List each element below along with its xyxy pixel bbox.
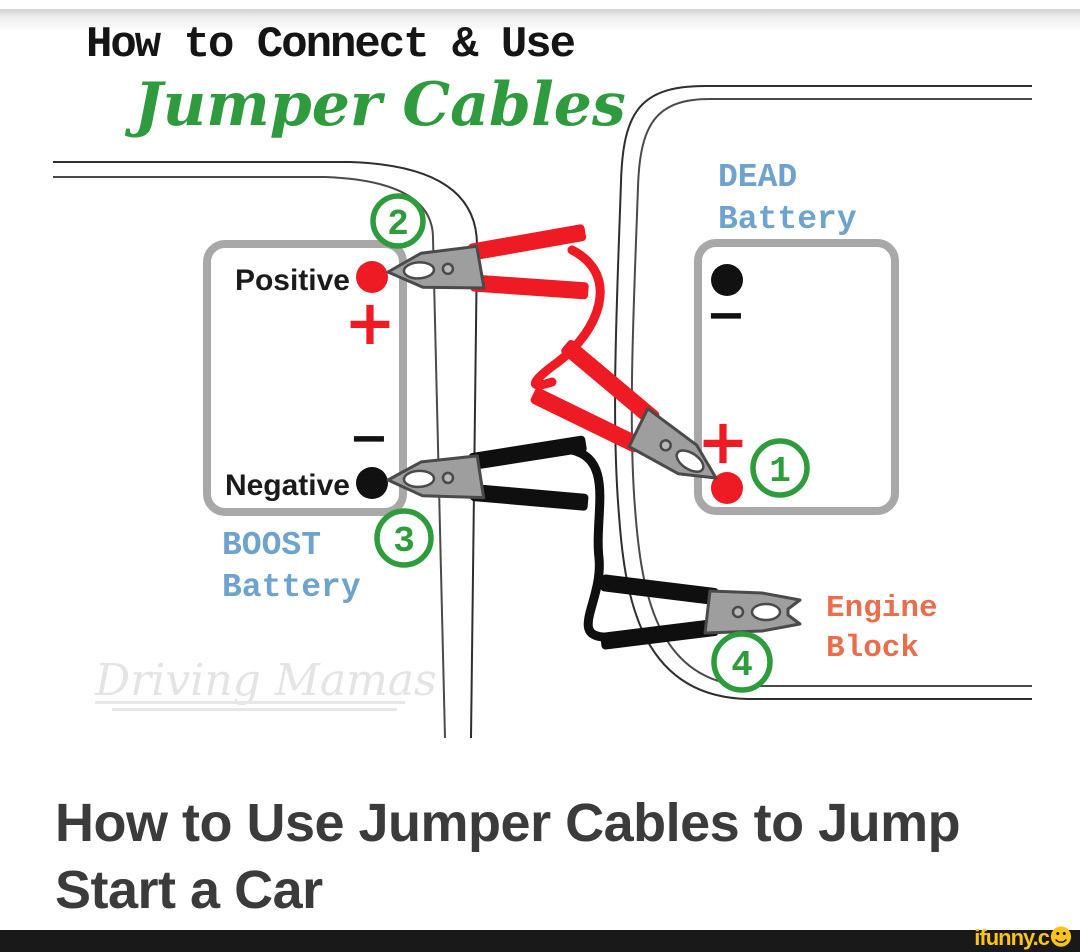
boost-battery-label-line2: Battery [222,569,361,606]
red-clamp-dead-positive [530,339,718,480]
watermark-underline-1 [95,701,405,704]
left-car-outline-inner [53,176,446,739]
boost-minus-sign: − [349,410,389,466]
dead-battery-label-line2: Battery [718,201,857,238]
step-number-1: 1 [769,451,791,492]
black-jumper-cable [567,445,608,642]
smiley-o-icon: ☻ [1049,925,1073,951]
jumper-cables-diagram: Driving Mamas Positive + − Negative BOOS… [53,85,1032,739]
post-caption: How to Use Jumper Cables to Jump Start a… [55,793,961,920]
right-car-outline-outer [614,85,1032,700]
step-badge-1: 1 [750,438,810,498]
diagram-title: How to Connect & Use [85,20,576,70]
dead-minus-sign: − [706,287,746,343]
engine-block-label-line1: Engine [826,591,938,626]
footer-bar: ifunny.c☻ [0,925,1080,952]
dead-battery-label-line1: DEAD [718,159,797,196]
dead-positive-terminal [711,472,743,504]
boost-battery-label-line1: BOOST [222,527,321,564]
watermark: Driving Mamas [94,655,437,711]
step-badge-2: 2 [370,193,426,249]
step-number-2: 2 [387,204,409,245]
boost-negative-terminal [356,467,388,499]
positive-label: Positive [235,264,350,297]
black-clamp-engine-block [600,574,802,650]
step-number-4: 4 [731,645,753,686]
ifunny-brand-text: ifunny.c [974,925,1050,950]
watermark-text: Driving Mamas [94,655,437,706]
engine-block-label-line2: Block [826,631,919,666]
step-number-3: 3 [393,521,415,562]
diagram-subtitle: Jumper Cables [134,70,626,140]
step-badge-4: 4 [711,631,773,693]
red-clamp-boost-positive [386,224,589,300]
boost-plus-sign: + [344,286,396,359]
watermark-underline-2 [112,708,397,711]
negative-label: Negative [225,469,350,502]
boost-battery-box [203,240,407,516]
dead-battery-box [694,239,899,515]
black-clamp-boost-negative [386,435,589,511]
boost-positive-terminal [356,261,388,293]
top-divider [0,9,1080,33]
ifunny-brand: ifunny.c☻ [974,925,1073,951]
left-car-outline-outer [53,161,479,739]
dead-negative-terminal [711,264,743,296]
step-badge-3: 3 [374,508,434,568]
